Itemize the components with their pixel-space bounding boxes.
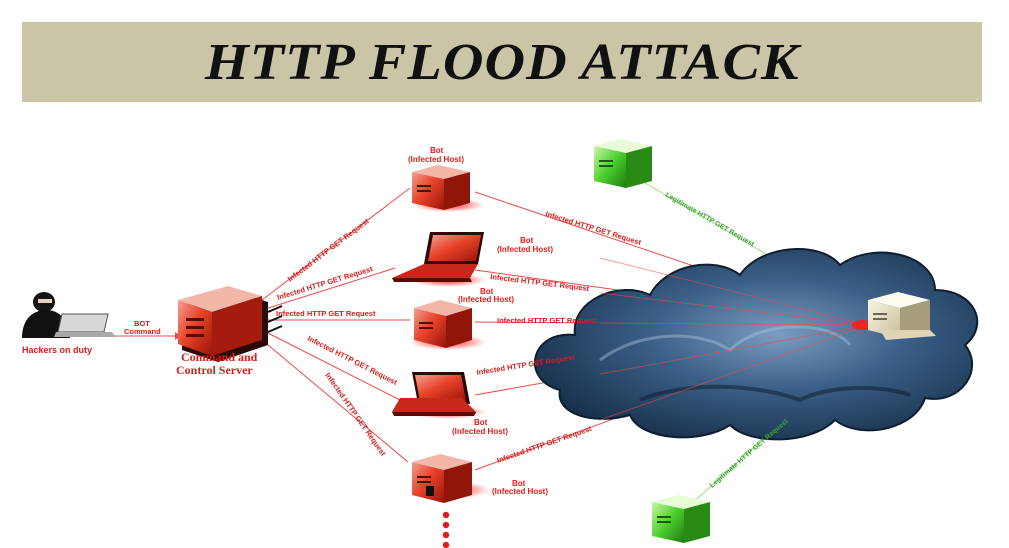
request-label-bot5-target: Infected HTTP GET Request [496,424,593,465]
server-icon [412,454,472,503]
cc-label-line1: Command and [181,350,258,364]
server-icon [868,292,936,340]
legit-label-top: Legitimate HTTP GET Request [664,192,756,249]
bot-node-2: Bot (Infected Host) [392,232,553,287]
request-label-cc-bot3: Infected HTTP GET Request [276,309,376,318]
bot-command-label-1: BOT [134,319,150,328]
bot-3-label-line1: Bot [480,287,494,296]
request-label-bot1-target: Infected HTTP GET Request [544,209,642,247]
edge-cc-bot-4 [261,329,401,401]
target-server [852,292,936,340]
edges-over-cloud [599,257,869,421]
hacker-node: Hackers on duty [22,292,116,355]
bot-1-label-line1: Bot [430,146,444,155]
request-label-bot2-target: Infected HTTP GET Request [490,272,590,293]
hacker-icon [22,292,116,338]
server-icon [412,165,470,210]
laptop-icon [392,232,484,282]
legit-client-top [594,139,652,188]
bot-2-label-line1: Bot [520,236,534,245]
server-icon [652,495,710,543]
diagram-title: HTTP FLOOD ATTACK [204,33,800,91]
request-label-bot3-target: Infected HTTP GET Request [497,316,597,325]
legit-client-bottom [652,495,710,543]
title-banner: HTTP FLOOD ATTACK [22,22,982,102]
bot-3-label-line2: (Infected Host) [458,295,514,304]
bot-node-4: Bot (Infected Host) [392,372,508,436]
cc-label-line2: Control Server [176,363,253,377]
request-label-cc-bot5: Infected HTTP GET Request [323,371,388,458]
edge-cc-bot-2 [261,267,396,311]
bot-4-label-line2: (Infected Host) [452,427,508,436]
bot-2-label-line2: (Infected Host) [497,245,553,254]
bot-5-label-line1: Bot [512,479,526,488]
bot-node-5: Bot (Infected Host) [410,454,548,503]
server-icon [414,300,472,348]
server-stack-icon [178,286,283,362]
edge-cc-bot-1 [261,187,411,301]
more-bots-ellipsis [442,511,450,548]
internet-cloud [533,248,979,441]
bot-node-3: Bot (Infected Host) [410,287,514,350]
request-label-cc-bot4: Infected HTTP GET Request [306,334,399,387]
bot-command-label-2: Command [124,327,161,336]
bot-1-label-line2: (Infected Host) [408,155,464,164]
bot-4-label-line1: Bot [474,418,488,427]
bot-5-label-line2: (Infected Host) [492,487,548,496]
bot-node-1: Bot (Infected Host) [408,146,484,212]
cc-server-node: Command and Control Server [176,286,283,377]
edge-cc-bot-5 [261,339,409,463]
laptop-icon [392,372,476,416]
server-icon [594,139,652,188]
hacker-label: Hackers on duty [22,345,92,355]
